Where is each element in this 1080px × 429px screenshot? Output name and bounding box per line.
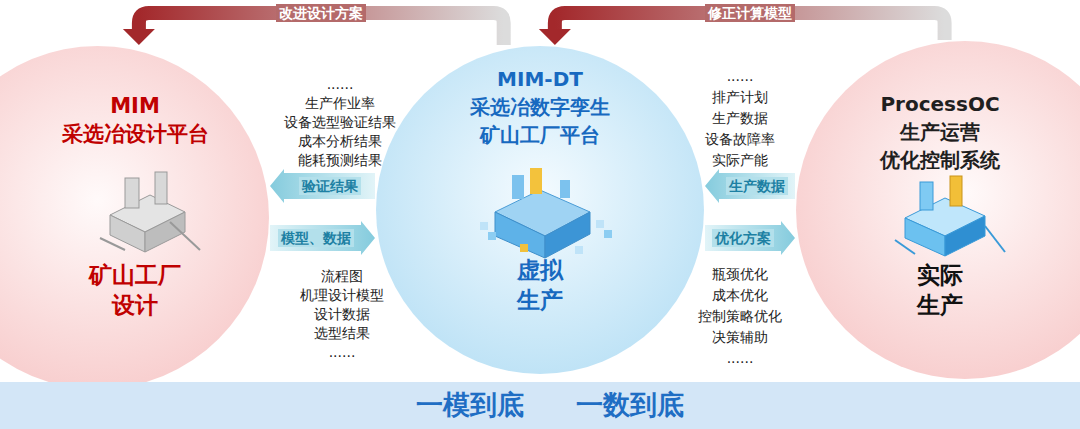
node-title: MIM 采选冶设计平台 bbox=[62, 92, 209, 148]
flow-arrow-band bbox=[705, 169, 795, 203]
arrow-band-shape bbox=[705, 221, 795, 255]
data-item-label: 机理设计模型 bbox=[300, 287, 384, 304]
arrow-band-shape bbox=[270, 169, 375, 203]
data-item-label: 设备故障率 bbox=[705, 131, 775, 148]
data-item-label: ...... bbox=[727, 350, 754, 367]
flow-arrow-band bbox=[270, 221, 375, 255]
connector-label: 生产数据 bbox=[726, 177, 788, 195]
data-item-label: 成本优化 bbox=[712, 287, 768, 304]
node-subtitle: 一数到底 bbox=[576, 388, 684, 422]
slogan-band: 一模到底 一数到底 bbox=[0, 382, 1080, 429]
data-item-label: 设备选型验证结果 bbox=[284, 114, 396, 131]
flow-arrow-band bbox=[705, 221, 795, 255]
data-item-label: 瓶颈优化 bbox=[712, 266, 768, 283]
data-item-label: 流程图 bbox=[321, 268, 363, 285]
node-title: MIM-DT 采选冶数字孪生 矿山工厂平台 bbox=[470, 65, 610, 149]
flow-arrow-band bbox=[270, 169, 375, 203]
data-item-label: 控制策略优化 bbox=[698, 308, 782, 325]
data-item-label: 排产计划 bbox=[712, 89, 768, 106]
connector-label: 优化方案 bbox=[712, 229, 774, 247]
data-item-label: 设计数据 bbox=[314, 306, 370, 323]
data-item-label: ...... bbox=[727, 68, 754, 85]
virtual-factory-icon bbox=[480, 168, 612, 258]
data-item-label: ...... bbox=[327, 76, 354, 93]
data-item-label: 实际产能 bbox=[712, 152, 768, 169]
data-item-label: 成本分析结果 bbox=[298, 133, 382, 150]
data-item-label: 生产作业率 bbox=[305, 95, 375, 112]
circle-fill bbox=[376, 46, 704, 374]
connector-label: 模型、数据 bbox=[278, 229, 354, 247]
node-subtitle: 矿山工厂 设计 bbox=[89, 260, 181, 320]
data-item-label: ...... bbox=[329, 344, 356, 361]
node-title: ProcessOC 生产运营 优化控制系统 bbox=[880, 90, 1000, 174]
circle-fill bbox=[796, 41, 1080, 379]
connector-label: 验证结果 bbox=[299, 177, 361, 195]
node-subtitle: 实际 生产 bbox=[917, 260, 963, 320]
arrow-band-shape bbox=[270, 221, 375, 255]
connector-label: 修正计算模型 bbox=[705, 4, 795, 22]
data-item-label: 决策辅助 bbox=[712, 329, 768, 346]
node-subtitle: 虚拟 生产 bbox=[517, 255, 563, 315]
arrow-head bbox=[123, 29, 155, 45]
connector-label: 改进设计方案 bbox=[276, 4, 366, 22]
node-title: 一模到底 bbox=[416, 388, 524, 422]
design-factory-icon bbox=[100, 172, 200, 252]
real-factory-icon bbox=[895, 176, 1005, 256]
arrow-head bbox=[539, 29, 571, 45]
data-item-label: 生产数据 bbox=[712, 110, 768, 127]
circle-fill bbox=[0, 46, 269, 389]
data-item-label: 能耗预测结果 bbox=[298, 152, 382, 169]
arrow-band-shape bbox=[705, 169, 795, 203]
data-item-label: 选型结果 bbox=[314, 325, 370, 342]
